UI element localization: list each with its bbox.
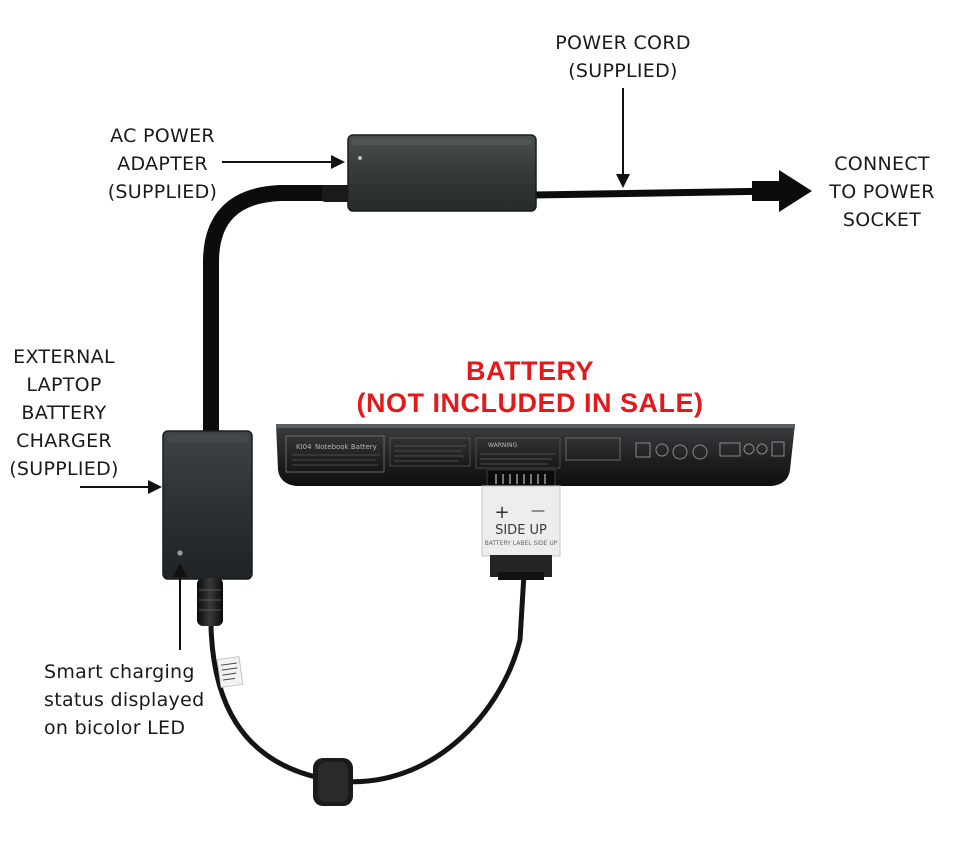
laptop-battery: KI04 Notebook Battery WARNING xyxy=(276,424,795,487)
label-connect-line-2: TO POWER xyxy=(829,181,935,203)
label-ac-adapter-line-2: ADAPTER xyxy=(117,153,208,175)
battery-connector: + — SIDE UP BATTERY LABEL SIDE UP xyxy=(481,485,561,580)
arrow-external-charger xyxy=(80,480,162,494)
label-power-cord: POWER CORD (SUPPLIED) xyxy=(548,29,698,85)
battery-title: BATTERY (NOT INCLUDED IN SALE) xyxy=(330,355,730,419)
battery-model-text: KI04 xyxy=(296,443,312,451)
label-smart-charging-line-2: status displayed xyxy=(44,689,205,711)
battery-brand-text: Notebook Battery xyxy=(315,443,377,451)
battery-title-line-2: (NOT INCLUDED IN SALE) xyxy=(356,388,704,418)
battery-cable xyxy=(208,573,527,785)
arrow-ac-adapter xyxy=(222,155,345,169)
arrow-power-cord xyxy=(616,88,630,188)
label-smart-charging: Smart charging status displayed on bicol… xyxy=(44,658,214,742)
battery-warning-text: WARNING xyxy=(488,442,518,449)
label-ac-adapter-line-3: (SUPPLIED) xyxy=(107,181,218,203)
adapter-led-icon xyxy=(358,156,362,160)
connector-plus: + xyxy=(494,502,509,523)
label-external-charger-line-1: EXTERNAL xyxy=(13,346,115,368)
external-charger-box xyxy=(162,430,253,580)
arrow-bicolor-led xyxy=(173,563,187,650)
adapter-strain-relief xyxy=(322,185,350,202)
connector-minus: — xyxy=(531,503,545,519)
label-ac-adapter: AC POWER ADAPTER (SUPPLIED) xyxy=(100,122,225,206)
ac-power-adapter xyxy=(347,134,537,212)
label-connect-line-1: CONNECT xyxy=(834,153,930,175)
label-external-charger-line-2: LAPTOP xyxy=(26,374,102,396)
battery-label-left xyxy=(285,435,385,473)
connector-side-up: SIDE UP xyxy=(495,523,547,538)
label-power-cord-line-1: POWER CORD xyxy=(555,32,691,54)
label-ac-adapter-line-1: AC POWER xyxy=(110,125,215,147)
connector-sub-label: BATTERY LABEL SIDE UP xyxy=(485,540,558,547)
label-external-charger-line-5: (SUPPLIED) xyxy=(9,458,119,480)
power-cord-arrowhead xyxy=(752,170,812,212)
ferrite-bead xyxy=(313,758,353,806)
label-external-charger: EXTERNAL LAPTOP BATTERY CHARGER (SUPPLIE… xyxy=(2,343,126,483)
label-external-charger-line-3: BATTERY xyxy=(21,402,107,424)
charger-output-plug xyxy=(197,578,223,626)
cable-sticker xyxy=(216,656,244,688)
label-smart-charging-line-1: Smart charging xyxy=(44,661,195,683)
label-connect-socket: CONNECT TO POWER SOCKET xyxy=(822,150,942,234)
label-external-charger-line-4: CHARGER xyxy=(16,430,112,452)
label-connect-line-3: SOCKET xyxy=(842,209,922,231)
battery-title-line-1: BATTERY xyxy=(466,356,594,386)
label-power-cord-line-2: (SUPPLIED) xyxy=(568,60,678,82)
label-smart-charging-line-3: on bicolor LED xyxy=(44,717,186,739)
power-cord xyxy=(533,187,781,199)
dc-cable xyxy=(203,185,338,440)
bicolor-led-icon xyxy=(177,550,183,556)
